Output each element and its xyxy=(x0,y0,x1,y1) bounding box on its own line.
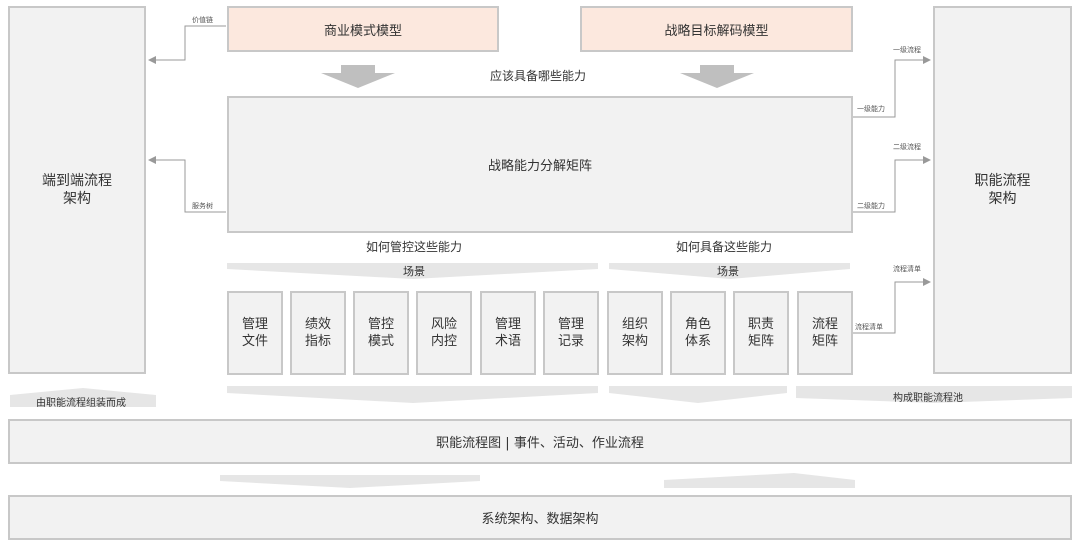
service-tree-line xyxy=(148,156,226,213)
functional-process-map-label: 职能流程图 | 事件、活动、作业流程 xyxy=(436,436,644,451)
cell-records: 管理 记录 xyxy=(543,291,599,375)
service-tree-label: 服务树 xyxy=(192,202,213,210)
business-model-box: 商业模式模型 xyxy=(227,6,499,52)
cell-process-matrix: 流程 矩阵 xyxy=(797,291,853,375)
how-control-label: 如何管控这些能力 xyxy=(366,240,463,254)
functional-process-architecture: 职能流程 架构 xyxy=(933,6,1072,374)
cell-control-mode: 管控 模式 xyxy=(353,291,409,375)
down-arrow-left xyxy=(321,65,395,88)
value-chain-label: 价值链 xyxy=(192,16,213,24)
scene-left-label: 场景 xyxy=(403,265,425,278)
how-have-label: 如何具备这些能力 xyxy=(676,240,773,254)
cell-responsibility-matrix: 职责 矩阵 xyxy=(733,291,789,375)
business-model-label: 商业模式模型 xyxy=(323,23,402,39)
capability-matrix-box: 战略能力分解矩阵 xyxy=(227,96,853,233)
process-list-top-label: 流程清单 xyxy=(893,265,921,273)
cell-risk-control: 风险 内控 xyxy=(416,291,472,375)
down-arrow-right xyxy=(680,65,754,88)
process-list-line xyxy=(852,278,931,334)
process-list-side-label: 流程清单 xyxy=(855,323,883,331)
pool-label: 构成职能流程池 xyxy=(893,393,963,404)
level2-capability-label: 二级能力 xyxy=(857,202,885,210)
system-data-architecture-bar: 系统架构、数据架构 xyxy=(8,495,1072,540)
under-band-left xyxy=(227,386,598,403)
under-band-right xyxy=(609,386,787,403)
cell-terminology: 管理 术语 xyxy=(480,291,536,375)
cell-management-docs: 管理 文件 xyxy=(227,291,283,375)
assembled-band xyxy=(10,388,156,407)
level1-process-label: 一级流程 xyxy=(893,46,921,54)
end-to-end-process-architecture: 端到端流程 架构 xyxy=(8,6,146,374)
system-data-architecture-label: 系统架构、数据架构 xyxy=(481,512,599,527)
functional-process-map-bar: 职能流程图 | 事件、活动、作业流程 xyxy=(8,419,1072,464)
strategy-decode-box: 战略目标解码模型 xyxy=(580,6,853,52)
cell-role-system: 角色 体系 xyxy=(670,291,726,375)
cell-kpi: 绩效 指标 xyxy=(290,291,346,375)
required-capabilities-label: 应该具备哪些能力 xyxy=(490,69,587,83)
scene-band-left xyxy=(227,263,598,279)
down-band-bottom xyxy=(220,475,480,488)
capability-matrix-label: 战略能力分解矩阵 xyxy=(487,159,592,174)
scene-right-label: 场景 xyxy=(717,265,739,278)
value-chain-line xyxy=(148,25,226,64)
end-to-end-label: 端到端流程 架构 xyxy=(42,173,112,207)
strategy-decode-label: 战略目标解码模型 xyxy=(664,23,769,39)
level2-process-label: 二级流程 xyxy=(893,143,921,151)
scene-band-right xyxy=(609,263,850,279)
level1-line xyxy=(852,56,931,118)
up-band-bottom xyxy=(664,473,855,488)
assembled-label: 由职能流程组装而成 xyxy=(36,398,126,409)
functional-process-label: 职能流程 架构 xyxy=(974,173,1031,207)
cell-org-structure: 组织 架构 xyxy=(607,291,663,375)
level1-capability-label: 一级能力 xyxy=(857,105,885,113)
level2-line xyxy=(852,156,931,213)
pool-band xyxy=(796,386,1072,403)
